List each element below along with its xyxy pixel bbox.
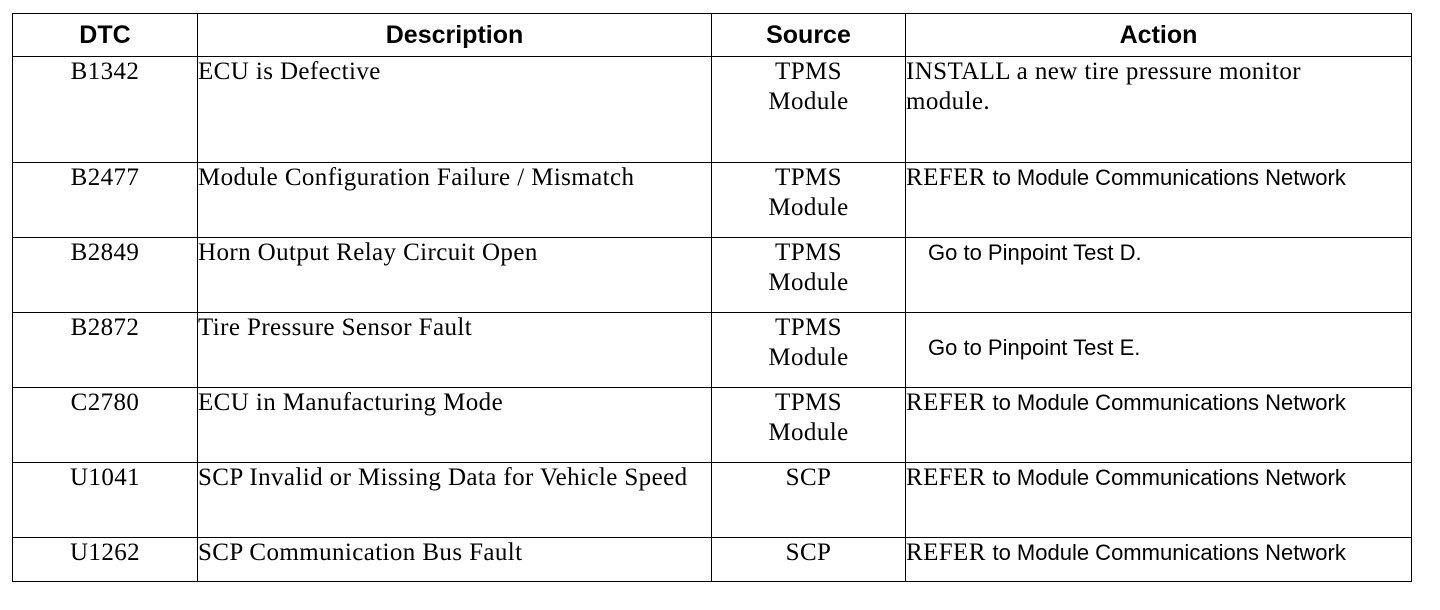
dtc-source: TPMS Module: [711, 312, 906, 388]
dtc-source: TPMS Module: [711, 162, 906, 238]
dtc-code: B2872: [12, 312, 198, 388]
source-line1: TPMS: [775, 239, 842, 266]
dtc-action: REFER to Module Communications Network: [905, 387, 1412, 463]
dtc-source: SCP: [711, 462, 906, 538]
dtc-description: Module Configuration Failure / Mismatch: [197, 162, 712, 238]
action-prefix: REFER: [906, 539, 986, 566]
dtc-code: B1342: [12, 56, 198, 163]
dtc-action: REFER to Module Communications Network: [905, 162, 1412, 238]
action-text: to Module Communications Network: [992, 390, 1346, 415]
source-line1: SCP: [785, 539, 832, 566]
column-header-dtc: DTC: [12, 13, 198, 57]
table-row: C2780 ECU in Manufacturing Mode TPMS Modu…: [12, 387, 1412, 463]
dtc-source: TPMS Module: [711, 56, 906, 163]
action-text: to Module Communications Network: [992, 165, 1346, 190]
dtc-code: U1262: [12, 537, 198, 582]
dtc-description: SCP Invalid or Missing Data for Vehicle …: [197, 462, 712, 538]
dtc-action: REFER to Module Communications Network: [905, 462, 1412, 538]
source-line2: Module: [768, 194, 849, 221]
dtc-action: Go to Pinpoint Test E.: [905, 312, 1412, 388]
action-prefix: REFER: [906, 464, 986, 491]
dtc-source: TPMS Module: [711, 237, 906, 313]
action-text: to Module Communications Network: [992, 465, 1346, 490]
dtc-table: DTC Description Source Action B1342 ECU …: [12, 13, 1412, 582]
dtc-action: INSTALL a new tire pressure monitor modu…: [905, 56, 1412, 163]
column-header-source: Source: [711, 13, 906, 57]
dtc-code: C2780: [12, 387, 198, 463]
source-line1: TPMS: [775, 164, 842, 191]
table-row: B2849 Horn Output Relay Circuit Open TPM…: [12, 237, 1412, 313]
table-row: B1342 ECU is Defective TPMS Module INSTAL…: [12, 56, 1412, 163]
dtc-description: Tire Pressure Sensor Fault: [197, 312, 712, 388]
action-prefix: REFER: [906, 389, 986, 416]
source-line1: SCP: [785, 464, 832, 491]
table-row: U1041 SCP Invalid or Missing Data for Ve…: [12, 462, 1412, 538]
source-line1: TPMS: [775, 58, 842, 85]
action-text: to Module Communications Network: [992, 540, 1346, 565]
table-header-row: DTC Description Source Action: [12, 13, 1412, 57]
dtc-source: TPMS Module: [711, 387, 906, 463]
column-header-action: Action: [905, 13, 1412, 57]
dtc-code: B2849: [12, 237, 198, 313]
action-prefix: REFER: [906, 164, 986, 191]
dtc-action: REFER to Module Communications Network: [905, 537, 1412, 582]
table-row: B2872 Tire Pressure Sensor Fault TPMS Mod…: [12, 312, 1412, 388]
dtc-description: ECU is Defective: [197, 56, 712, 163]
dtc-source: SCP: [711, 537, 906, 582]
table-row: B2477 Module Configuration Failure / Mis…: [12, 162, 1412, 238]
dtc-code: B2477: [12, 162, 198, 238]
dtc-description: ECU in Manufacturing Mode: [197, 387, 712, 463]
source-line2: Module: [768, 419, 849, 446]
source-line2: Module: [768, 344, 849, 371]
source-line1: TPMS: [775, 389, 842, 416]
dtc-code: U1041: [12, 462, 198, 538]
source-line1: TPMS: [775, 314, 842, 341]
table-row: U1262 SCP Communication Bus Fault SCP RE…: [12, 537, 1412, 582]
column-header-description: Description: [197, 13, 712, 57]
source-line2: Module: [768, 269, 849, 296]
dtc-description: SCP Communication Bus Fault: [197, 537, 712, 582]
dtc-action: Go to Pinpoint Test D.: [905, 237, 1412, 313]
dtc-description: Horn Output Relay Circuit Open: [197, 237, 712, 313]
source-line2: Module: [768, 88, 849, 115]
